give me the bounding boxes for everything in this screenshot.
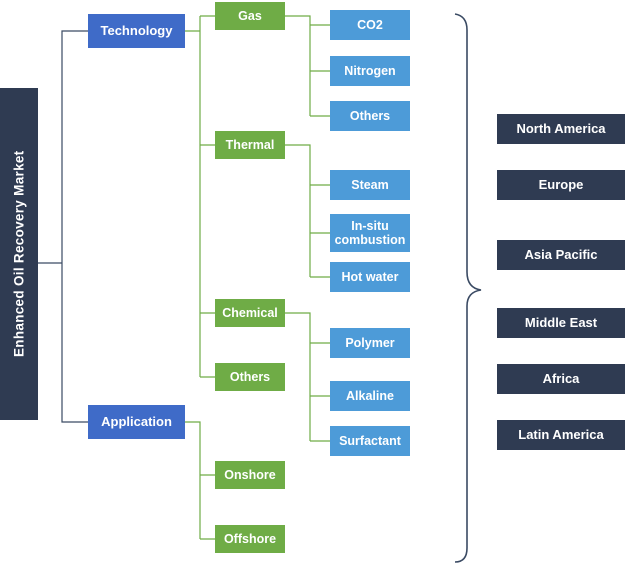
node-others-gas: Others (330, 101, 410, 131)
node-in-situ-combustion: In-situ combustion (330, 214, 410, 252)
region-latin-america: Latin America (497, 420, 625, 450)
latin-america-label: Latin America (518, 426, 604, 442)
connector-technology-branch (185, 15, 215, 378)
node-onshore: Onshore (215, 461, 285, 489)
root-label: Enhanced Oil Recovery Market (11, 150, 27, 358)
node-technology: Technology (88, 14, 185, 48)
hot-water-label: Hot water (341, 269, 399, 284)
technology-label: Technology (100, 22, 173, 38)
node-others-technology: Others (215, 363, 285, 391)
offshore-label: Offshore (223, 531, 277, 546)
onshore-label: Onshore (224, 467, 276, 482)
node-nitrogen: Nitrogen (330, 56, 410, 86)
north-america-label: North America (516, 120, 606, 136)
node-root: Enhanced Oil Recovery Market (0, 88, 38, 420)
node-hot-water: Hot water (330, 262, 410, 292)
region-africa: Africa (497, 364, 625, 394)
region-middle-east: Middle East (497, 308, 625, 338)
co2-label: CO2 (357, 17, 383, 32)
others-gas-label: Others (349, 108, 391, 123)
region-europe: Europe (497, 170, 625, 200)
gas-label: Gas (238, 8, 262, 23)
region-asia-pacific: Asia Pacific (497, 240, 625, 270)
node-steam: Steam (330, 170, 410, 200)
connector-chemical-branch (285, 312, 330, 442)
region-north-america: North America (497, 114, 625, 144)
node-gas: Gas (215, 2, 285, 30)
node-application: Application (88, 405, 185, 439)
node-alkaline: Alkaline (330, 381, 410, 411)
polymer-label: Polymer (345, 335, 395, 350)
connector-thermal-branch (285, 144, 330, 278)
connector-application-branch (185, 421, 215, 540)
asia-pacific-label: Asia Pacific (524, 246, 598, 262)
africa-label: Africa (542, 370, 580, 386)
middle-east-label: Middle East (524, 314, 598, 330)
connector-gas-branch (285, 15, 330, 117)
node-co2: CO2 (330, 10, 410, 40)
others-technology-label: Others (229, 369, 271, 384)
chemical-label: Chemical (222, 305, 278, 320)
node-thermal: Thermal (215, 131, 285, 159)
connector-root (38, 30, 88, 423)
application-label: Application (101, 413, 172, 429)
node-offshore: Offshore (215, 525, 285, 553)
thermal-label: Thermal (225, 137, 275, 152)
europe-label: Europe (538, 176, 584, 192)
node-polymer: Polymer (330, 328, 410, 358)
in-situ-combustion-label: In-situ combustion (334, 218, 406, 247)
node-surfactant: Surfactant (330, 426, 410, 456)
nitrogen-label: Nitrogen (344, 63, 396, 78)
steam-label: Steam (351, 177, 389, 192)
node-chemical: Chemical (215, 299, 285, 327)
regions-brace (454, 13, 482, 563)
alkaline-label: Alkaline (346, 388, 394, 403)
surfactant-label: Surfactant (339, 433, 401, 448)
